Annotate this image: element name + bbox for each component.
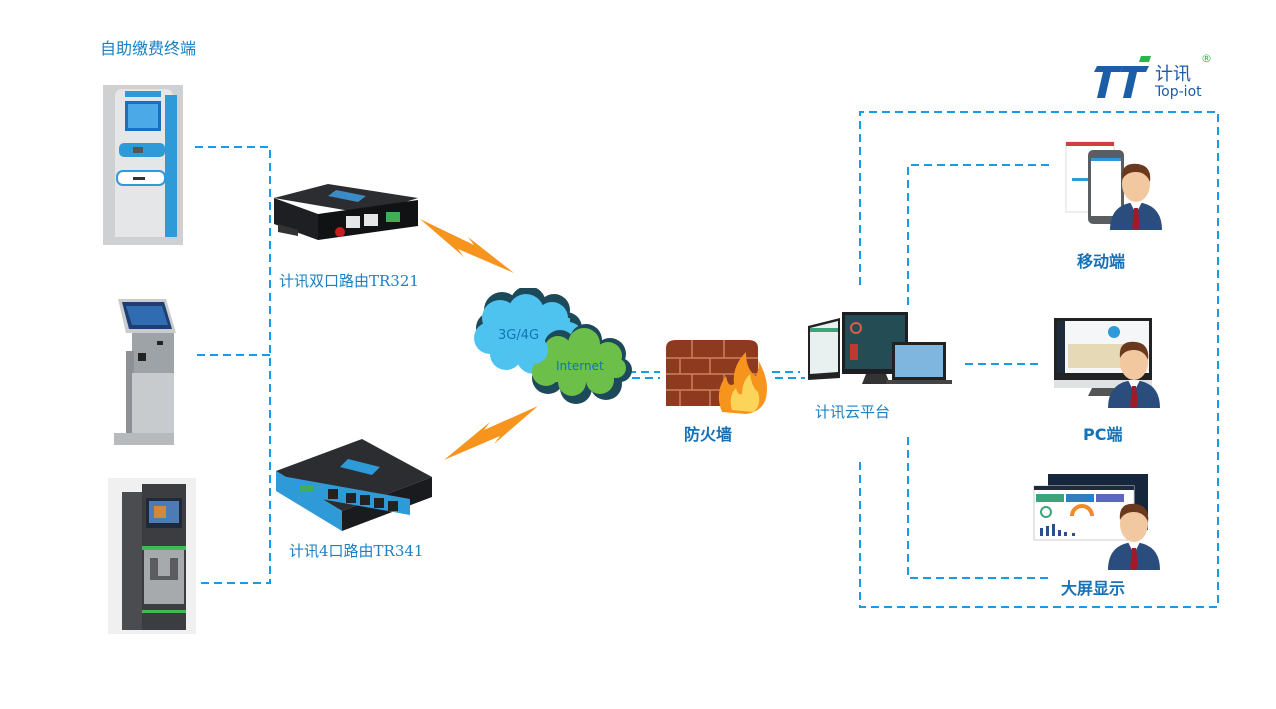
router-dual-port-icon: [274, 184, 418, 240]
router-tr341-image: [272, 435, 434, 533]
client-pc-image: [1052, 316, 1166, 410]
router-tr341-label: 计讯4口路由TR341: [289, 542, 424, 560]
line-outer-box: [859, 111, 1219, 608]
firewall-image: [662, 336, 770, 416]
terminal-kiosk-standing: [112, 293, 182, 448]
line-to-bigscreen: [907, 437, 1052, 579]
terminal-kiosk-atm: [108, 478, 196, 634]
kiosk-standing-icon: [114, 299, 176, 445]
client-mobile-image: [1062, 138, 1166, 230]
firewall-icon: [666, 340, 767, 414]
line-to-mobile: [907, 164, 1050, 305]
person-avatar-icon: [1108, 341, 1160, 408]
router-four-port-icon: [276, 439, 432, 531]
cloud-icon: [474, 286, 632, 404]
client-bigscreen-image: [1032, 472, 1168, 572]
cloud-platform-image: [806, 312, 952, 390]
router-tr321-image: [268, 180, 420, 248]
logo-brand-cn: 计讯: [1155, 64, 1191, 85]
logo-brand-en: Top-iot: [1155, 84, 1202, 100]
lightning-bolt-icon: [444, 406, 538, 460]
kiosk-blue-icon: [103, 85, 183, 245]
line-kiosk1: [195, 146, 271, 584]
client-pc-label: PC端: [1083, 425, 1123, 444]
mobile-app-icon: [1065, 141, 1124, 224]
lightning-bolt-icon: [420, 219, 514, 273]
registered-mark: ®: [1201, 52, 1212, 65]
cloud-platform-label: 计讯云平台: [815, 403, 891, 421]
person-avatar-icon: [1110, 163, 1162, 230]
person-avatar-icon: [1108, 503, 1160, 570]
terminal-kiosk-blue: [103, 85, 183, 245]
kiosk-atm-icon: [122, 484, 186, 630]
client-mobile-label: 移动端: [1077, 252, 1126, 271]
router-tr321-label: 计讯双口路由TR321: [279, 272, 419, 290]
cloud-internet-label: Internet: [556, 359, 604, 373]
top-iot-logo-icon: [1094, 56, 1151, 98]
cloud-3g4g-label: 3G/4G: [498, 328, 540, 343]
platform-monitors-icon: [808, 312, 952, 384]
diagram-title: 自助缴费终端: [100, 39, 197, 58]
firewall-label: 防火墙: [684, 425, 733, 444]
client-bigscreen-label: 大屏显示: [1061, 579, 1126, 598]
brand-logo: 计讯 Top-iot ®: [1093, 52, 1223, 102]
network-clouds: 3G/4G Internet: [470, 286, 635, 406]
